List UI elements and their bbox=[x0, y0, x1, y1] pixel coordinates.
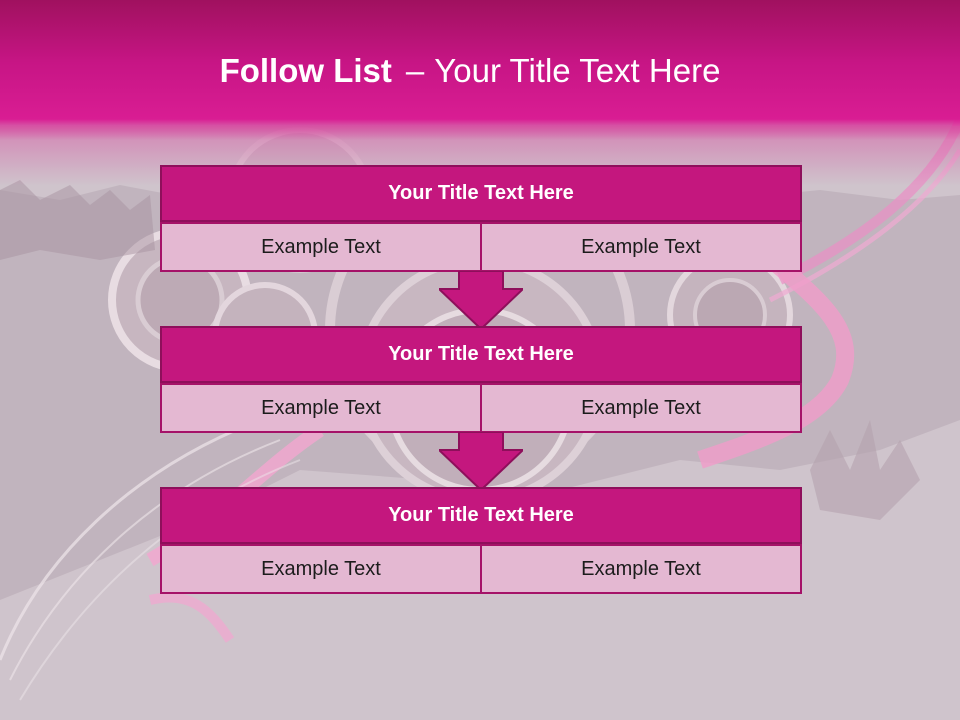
header-band bbox=[0, 0, 960, 140]
slide-title-bold: Follow List bbox=[219, 52, 392, 89]
slide-title-dash: – bbox=[405, 52, 425, 89]
block-row: Example Text Example Text bbox=[160, 383, 802, 433]
block-cell-left[interactable]: Example Text bbox=[160, 544, 482, 594]
list-block-1: Your Title Text Here Example Text Exampl… bbox=[160, 165, 802, 272]
block-title[interactable]: Your Title Text Here bbox=[160, 326, 802, 383]
list-block-3: Your Title Text Here Example Text Exampl… bbox=[160, 487, 802, 594]
block-cell-right[interactable]: Example Text bbox=[482, 383, 802, 433]
down-arrow-icon bbox=[439, 432, 523, 490]
block-title[interactable]: Your Title Text Here bbox=[160, 487, 802, 544]
down-arrow-icon bbox=[439, 271, 523, 329]
block-cell-left[interactable]: Example Text bbox=[160, 222, 482, 272]
block-title[interactable]: Your Title Text Here bbox=[160, 165, 802, 222]
slide-title-rest: Your Title Text Here bbox=[434, 52, 721, 89]
block-row: Example Text Example Text bbox=[160, 222, 802, 272]
slide-title: Follow List–Your Title Text Here bbox=[0, 52, 940, 90]
list-block-2: Your Title Text Here Example Text Exampl… bbox=[160, 326, 802, 433]
block-row: Example Text Example Text bbox=[160, 544, 802, 594]
block-cell-left[interactable]: Example Text bbox=[160, 383, 482, 433]
block-cell-right[interactable]: Example Text bbox=[482, 544, 802, 594]
block-cell-right[interactable]: Example Text bbox=[482, 222, 802, 272]
